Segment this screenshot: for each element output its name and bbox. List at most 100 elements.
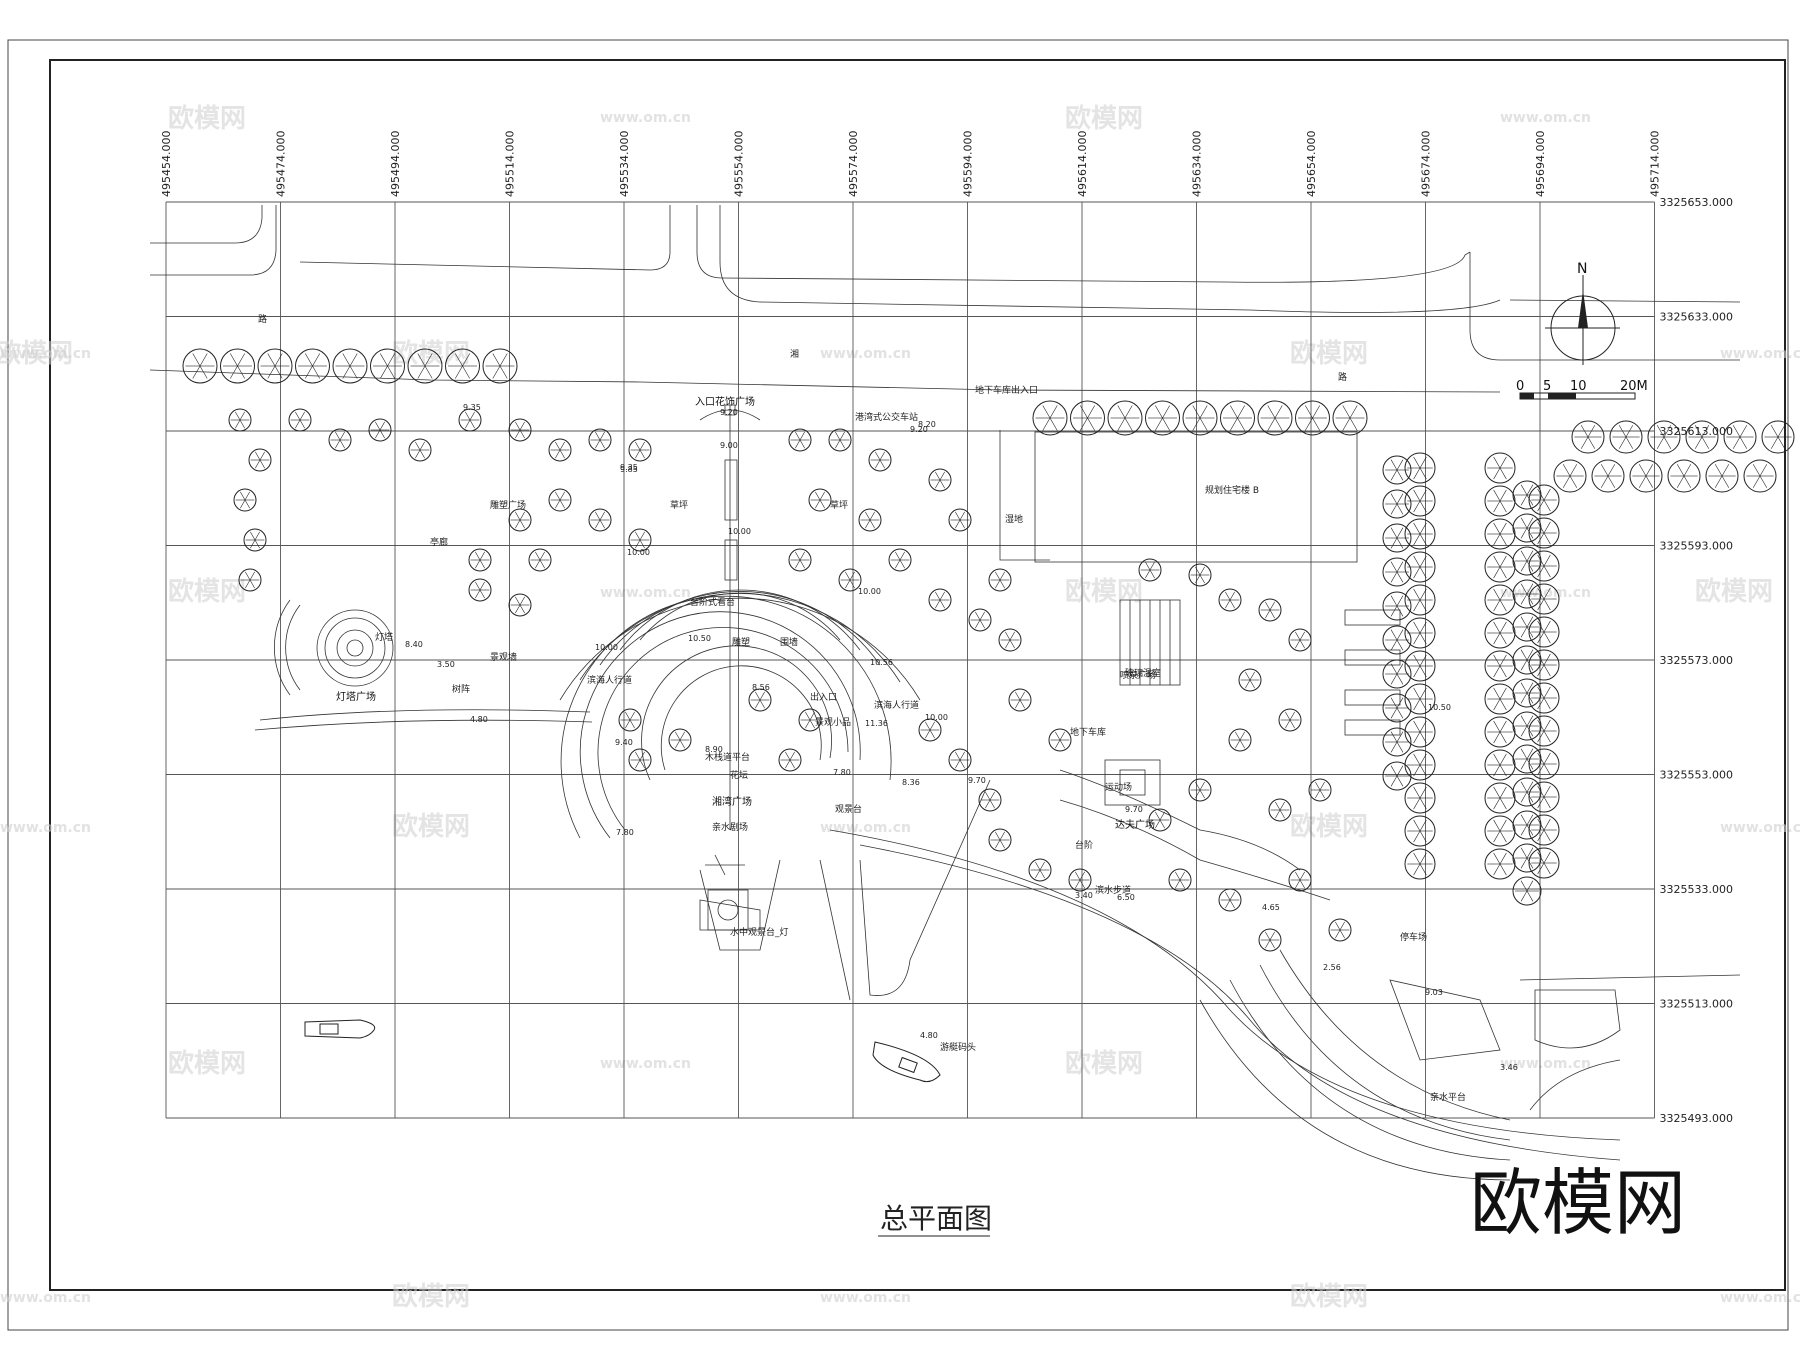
watermark-text: 欧模网 — [168, 103, 246, 134]
tree-symbol — [1404, 452, 1436, 484]
tree-symbol — [1382, 727, 1412, 757]
tree-symbol — [368, 418, 392, 442]
tree-symbol — [1404, 584, 1436, 616]
label-tree-array: 树阵 — [452, 683, 470, 695]
elevation-label: 9.03 — [1425, 988, 1443, 997]
label-amphitheater: 台阶式看台 — [690, 596, 735, 608]
grid-y-coord: 3325493.000 — [1660, 1112, 1733, 1125]
label-lamp: 灯塔 — [375, 631, 393, 643]
tree-symbol — [1404, 485, 1436, 517]
tree-symbol — [1404, 716, 1436, 748]
tree-symbol — [1032, 400, 1068, 436]
label-parking-entry: 地下车库出入口 — [975, 384, 1038, 396]
label-waterfront-walk: 亲水平台 — [1430, 1091, 1466, 1103]
tree-symbol — [1512, 876, 1542, 906]
tree-symbol — [1484, 551, 1516, 583]
tree-symbol — [182, 348, 218, 384]
tree-symbol — [918, 718, 942, 742]
label-exit: 出入口 — [810, 691, 837, 703]
elevation-label: 9.35 — [463, 403, 481, 412]
tree-symbol — [1528, 517, 1560, 549]
tree-symbol — [1382, 591, 1412, 621]
watermark-text: 欧模网 — [1290, 811, 1368, 842]
coordinate-grid — [165, 201, 1655, 1119]
label-fountain: 喷泉广场 — [1120, 669, 1156, 681]
tree-symbol — [1168, 868, 1192, 892]
scale-label-20m: 20M — [1620, 379, 1648, 394]
tree-symbol — [928, 588, 952, 612]
elevation-label: 9.70 — [1125, 805, 1143, 814]
tree-symbol — [808, 488, 832, 512]
watermark-text: 欧模网 — [392, 811, 470, 842]
tree-symbol — [1484, 749, 1516, 781]
tree-symbol — [295, 348, 330, 384]
tree-symbol — [948, 748, 972, 772]
tree-symbol — [618, 708, 642, 732]
elevation-label: 9.20 — [910, 425, 928, 434]
grid-x-coord: 495474.000 — [275, 131, 288, 197]
label-sunken: 地下车库 — [1070, 726, 1106, 738]
tree-symbol — [588, 428, 612, 452]
tree-symbol — [1528, 781, 1560, 813]
tree-symbol — [1228, 728, 1252, 752]
label-pavilion: 亭廊 — [430, 536, 448, 548]
tree-symbol — [1382, 659, 1412, 689]
tree-symbol — [1528, 682, 1560, 714]
tree-symbol — [548, 438, 572, 462]
label-garden-b: 草坪 — [830, 499, 848, 511]
grid-x-coord: 495514.000 — [504, 131, 517, 197]
label-road-c: 路 — [1338, 371, 1347, 383]
tree-symbol — [988, 568, 1012, 592]
watermark-text: 欧模网 — [1065, 103, 1143, 134]
tree-symbol — [220, 348, 255, 384]
label-pier: 游艇码头 — [940, 1041, 976, 1053]
watermark-text: 欧模网 — [0, 338, 73, 369]
watermark-url: www.om.cn — [0, 820, 91, 836]
tree-symbol — [1512, 645, 1542, 675]
grid-y-coord: 3325533.000 — [1660, 883, 1733, 896]
grid-x-coord: 495534.000 — [618, 131, 631, 197]
tree-symbol — [1404, 782, 1436, 814]
label-road-b: 湘 — [790, 348, 799, 360]
grid-y-coord: 3325593.000 — [1660, 540, 1733, 553]
tree-symbol — [1512, 777, 1542, 807]
elevation-label: 10.50 — [688, 634, 711, 643]
elevation-label: 4.65 — [1262, 903, 1280, 912]
tree-symbol — [1278, 708, 1302, 732]
tree-symbol — [1484, 650, 1516, 682]
tree-symbol — [1257, 400, 1293, 436]
inner-border — [49, 59, 1786, 1291]
grid-y-coord: 3325573.000 — [1660, 654, 1733, 667]
tree-symbol — [1107, 400, 1143, 436]
elevation-label: 9.35 — [620, 463, 638, 472]
tree-layer — [182, 348, 1795, 952]
scale-bar: 0 5 10 20M — [1516, 379, 1648, 400]
tree-symbol — [1553, 459, 1587, 493]
tree-symbol — [748, 688, 772, 712]
elevation-label: 10.00 — [595, 643, 618, 652]
elevation-label: 8.36 — [902, 778, 920, 787]
label-garden-a: 草坪 — [670, 499, 688, 511]
grid-x-coord: 495654.000 — [1305, 131, 1318, 197]
bay-plaza-arcs — [559, 589, 921, 951]
tree-symbol — [1068, 868, 1092, 892]
area-labels: 入口花饰广场 灯塔广场 湘湾广场 达夫广场 路 湘 路 地下车库出入口 港湾式公… — [258, 313, 1466, 1103]
label-greenhouse: 玻璃温室 — [1125, 667, 1161, 679]
tree-symbol — [288, 408, 312, 432]
tree-symbol — [1528, 715, 1560, 747]
tree-symbol — [1484, 716, 1516, 748]
watermark-text: 欧模网 — [392, 1281, 470, 1312]
label-landscape-wall: 景观墙 — [490, 651, 517, 663]
tree-symbol — [1188, 563, 1212, 587]
tree-symbol — [1512, 513, 1542, 543]
tree-symbol — [1512, 546, 1542, 576]
tree-symbol — [1145, 400, 1180, 436]
label-flower: 花坛 — [730, 769, 748, 781]
elevation-label: 6.50 — [1117, 893, 1135, 902]
tree-symbol — [1258, 598, 1282, 622]
tree-symbol — [1382, 625, 1412, 655]
grid-x-coord: 495634.000 — [1191, 131, 1204, 197]
